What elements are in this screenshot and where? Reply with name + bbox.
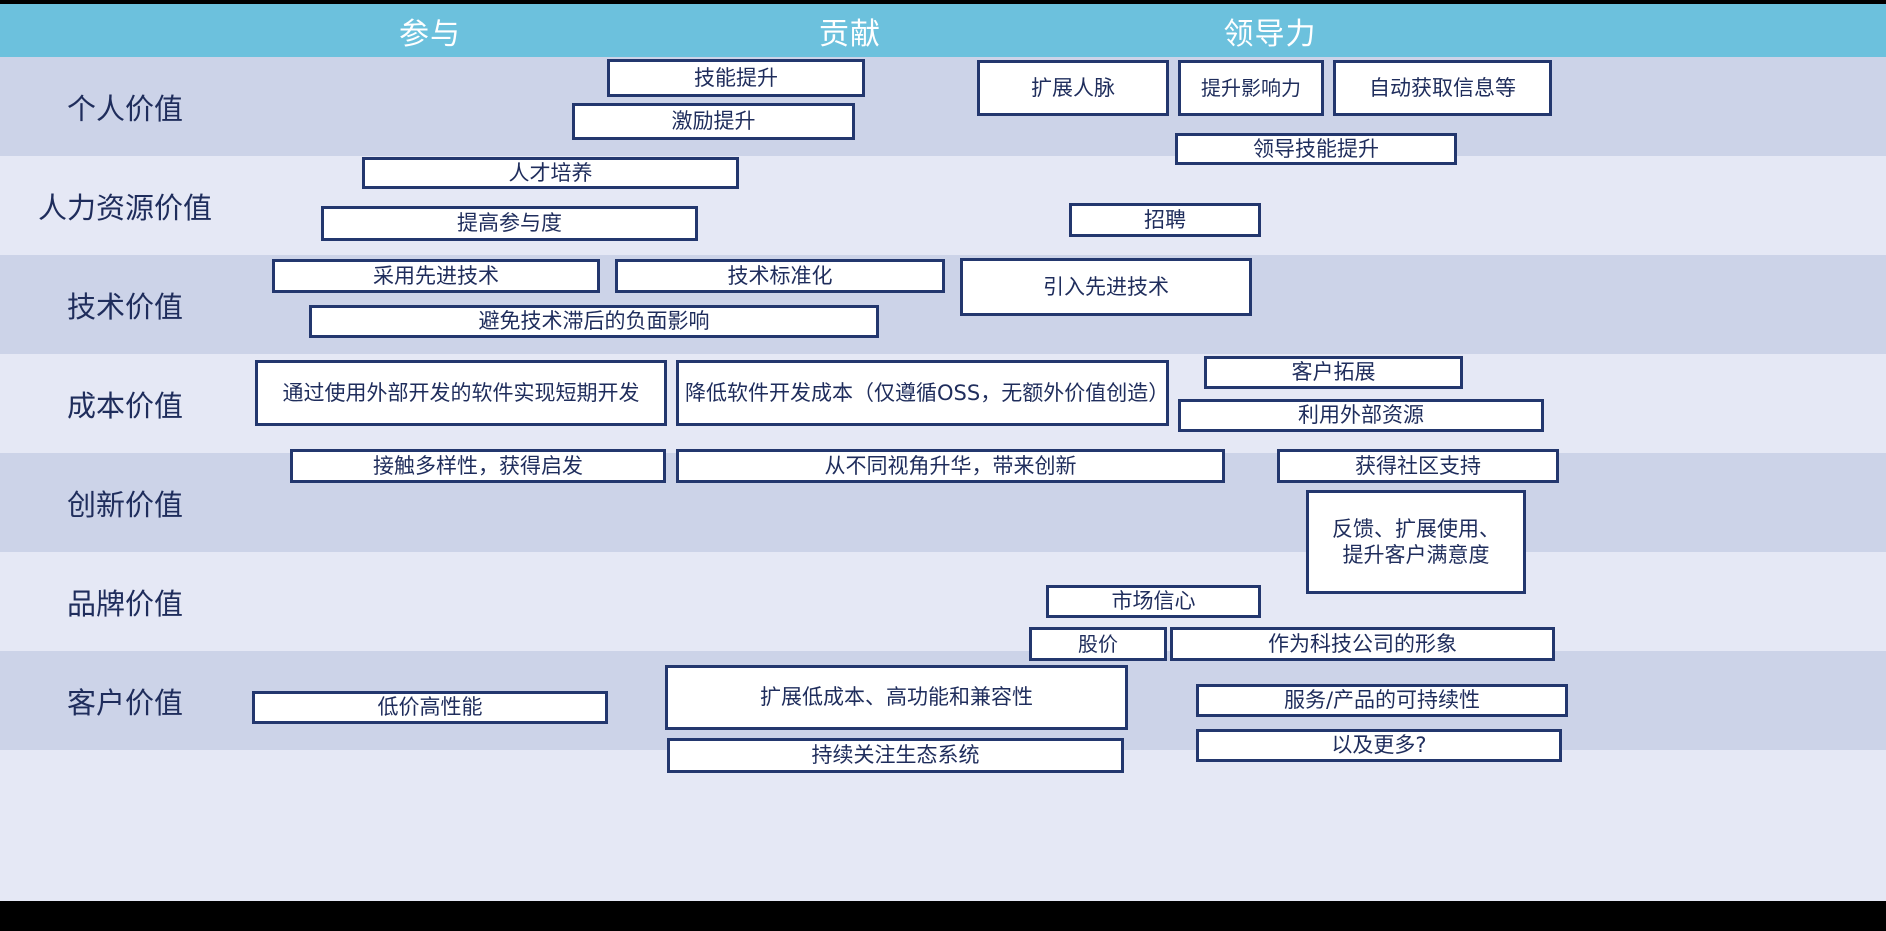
item-box-adopt-advanced-tech[interactable]: 采用先进技术 [272,259,600,293]
item-box-increase-influence[interactable]: 提升影响力 [1178,60,1324,116]
item-label: 技术标准化 [727,263,833,288]
item-label: 利用外部资源 [1298,403,1424,428]
item-label: 通过使用外部开发的软件实现短期开发 [282,380,640,405]
item-box-sustainability[interactable]: 服务/产品的可持续性 [1196,684,1568,717]
item-box-motivation-improvement[interactable]: 激励提升 [572,103,855,140]
item-label: 自动获取信息等 [1369,75,1516,100]
item-label: 激励提升 [671,109,756,134]
bottom-edge-band [0,901,1886,931]
item-label: 低价高性能 [377,695,483,720]
item-label: 领导技能提升 [1253,136,1379,161]
item-box-avoid-tech-lag[interactable]: 避免技术滞后的负面影响 [309,305,879,338]
item-box-customer-expansion[interactable]: 客户拓展 [1204,356,1463,389]
row-band-8 [0,750,1886,901]
item-box-use-external-resources[interactable]: 利用外部资源 [1178,399,1544,432]
item-box-leadership-skill-up[interactable]: 领导技能提升 [1175,133,1457,165]
row-band-2 [0,156,1886,255]
item-label: 获得社区支持 [1355,453,1481,478]
item-box-tech-company-image[interactable]: 作为科技公司的形象 [1170,627,1555,661]
item-label: 提升影响力 [1201,75,1301,100]
item-label: 反馈、扩展使用、 提升客户满意度 [1332,516,1500,567]
column-header-1: 参与 [399,16,461,52]
column-header-3: 领导力 [1223,16,1317,52]
item-box-talent-development[interactable]: 人才培养 [362,157,739,189]
item-box-recruiting[interactable]: 招聘 [1069,203,1261,237]
item-box-tech-standardization[interactable]: 技术标准化 [615,259,945,293]
row-band-1 [0,57,1886,156]
item-label: 客户拓展 [1291,360,1376,385]
item-box-auto-acquire-info[interactable]: 自动获取信息等 [1333,60,1552,116]
item-label: 市场信心 [1111,589,1196,614]
item-label: 扩展人脉 [1031,75,1115,100]
item-label: 引入先进技术 [1043,274,1169,299]
item-box-raise-engagement[interactable]: 提高参与度 [321,206,698,241]
item-box-expand-network[interactable]: 扩展人脉 [977,60,1169,116]
top-edge-band [0,0,1886,4]
row-band-6 [0,552,1886,651]
item-label: 人才培养 [508,160,593,185]
item-label: 降低软件开发成本（仅遵循OSS，无额外价值创造） [685,380,1170,405]
column-header-2: 贡献 [819,16,881,52]
item-box-skill-improvement[interactable]: 技能提升 [607,59,865,97]
item-box-expand-low-cost[interactable]: 扩展低成本、高功能和兼容性 [665,665,1128,730]
item-box-feedback-satisfaction[interactable]: 反馈、扩展使用、 提升客户满意度 [1306,490,1526,594]
item-box-introduce-advanced-tech[interactable]: 引入先进技术 [960,258,1252,316]
item-box-perspectives-innovation[interactable]: 从不同视角升华，带来创新 [676,449,1225,483]
item-box-short-term-dev[interactable]: 通过使用外部开发的软件实现短期开发 [255,360,667,426]
item-box-lower-dev-cost[interactable]: 降低软件开发成本（仅遵循OSS，无额外价值创造） [676,360,1169,426]
item-label: 采用先进技术 [373,263,499,288]
item-box-diversity-inspiration[interactable]: 接触多样性，获得启发 [290,449,666,483]
item-box-community-support[interactable]: 获得社区支持 [1277,449,1559,483]
item-label: 避免技术滞后的负面影响 [478,309,710,334]
item-label: 扩展低成本、高功能和兼容性 [760,685,1033,710]
item-box-low-price-high-perf[interactable]: 低价高性能 [252,691,608,724]
item-label: 以及更多? [1331,733,1427,758]
item-label: 服务/产品的可持续性 [1283,688,1481,713]
item-box-market-confidence[interactable]: 市场信心 [1046,585,1261,618]
item-box-and-more[interactable]: 以及更多? [1196,729,1562,762]
column-header-band [0,4,1886,57]
item-box-stock-price[interactable]: 股价 [1029,627,1167,661]
item-label: 持续关注生态系统 [811,743,980,768]
item-box-ecosystem-focus[interactable]: 持续关注生态系统 [667,738,1124,773]
item-label: 提高参与度 [457,211,562,236]
item-label: 作为科技公司的形象 [1268,631,1457,656]
item-label: 股价 [1078,631,1118,656]
item-label: 招聘 [1144,207,1186,232]
item-label: 接触多样性，获得启发 [373,453,583,478]
item-label: 技能提升 [694,65,778,90]
item-label: 从不同视角升华，带来创新 [824,453,1077,478]
